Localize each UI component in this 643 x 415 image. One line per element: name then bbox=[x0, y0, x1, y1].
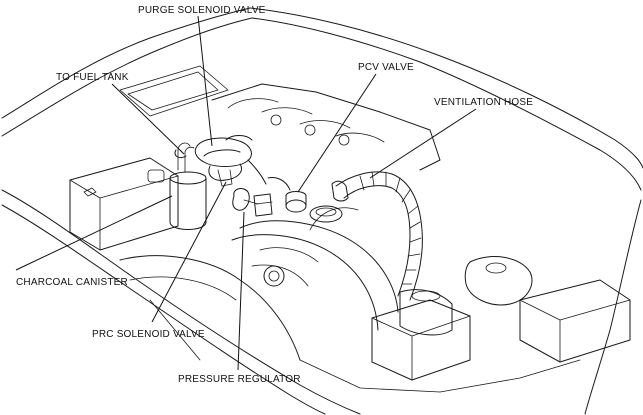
label-to-fuel-tank: TO FUEL TANK bbox=[56, 72, 129, 83]
label-charcoal-canister: CHARCOAL CANISTER bbox=[16, 277, 128, 288]
vehicle-body-outline bbox=[1, 7, 643, 415]
callout-leaders bbox=[15, 15, 477, 371]
leader-charcoal-canister bbox=[15, 195, 173, 271]
leader-pcv-valve bbox=[297, 73, 377, 193]
prc-solenoid-valve-part bbox=[232, 188, 259, 211]
leader-prc-solenoid-valve bbox=[151, 181, 227, 323]
label-pcv-valve: PCV VALVE bbox=[358, 62, 414, 73]
ventilation-hose-part bbox=[331, 171, 423, 301]
label-prc-solenoid-valve: PRC SOLENOID VALVE bbox=[92, 329, 205, 340]
pcv-valve-part bbox=[267, 177, 307, 213]
leader-pressure-regulator bbox=[237, 211, 245, 371]
leader-purge-solenoid-valve bbox=[197, 15, 213, 147]
label-purge-solenoid-valve: PURGE SOLENOID VALVE bbox=[138, 5, 266, 16]
battery-block bbox=[69, 157, 179, 251]
right-side-components bbox=[371, 256, 631, 381]
front-support bbox=[119, 255, 581, 393]
label-pressure-regulator: PRESSURE REGULATOR bbox=[178, 374, 301, 385]
purge-solenoid-valve-part bbox=[194, 135, 267, 187]
charcoal-canister-part bbox=[169, 142, 207, 230]
leader-to-fuel-tank bbox=[111, 83, 185, 155]
engine-block bbox=[211, 83, 441, 331]
callout-labels: PURGE SOLENOID VALVE TO FUEL TANK PCV VA… bbox=[16, 5, 533, 385]
label-ventilation-hose: VENTILATION HOSE bbox=[434, 97, 533, 108]
pressure-regulator-part bbox=[253, 193, 273, 217]
leader-ventilation-hose bbox=[369, 108, 477, 179]
